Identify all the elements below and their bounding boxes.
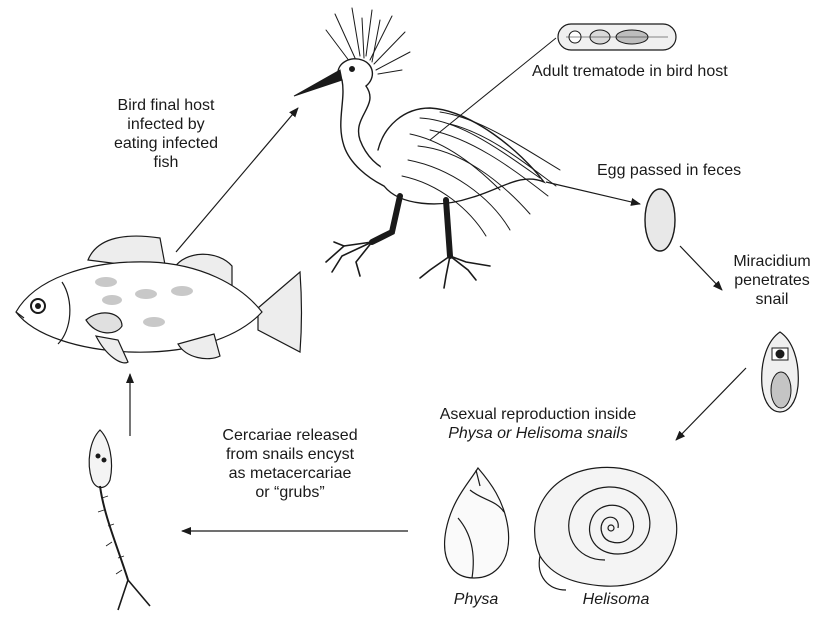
arrow-egg-to-miracidium (680, 246, 722, 290)
cercaria-icon (89, 430, 150, 610)
helisoma-label: Helisoma (568, 590, 664, 609)
adult-trematode-icon (558, 24, 676, 50)
physa-snail-icon (445, 468, 509, 578)
arrow-bird-to-egg (546, 182, 640, 204)
egg-label: Egg passed in feces (597, 161, 797, 180)
bird-host-label: Bird final host infected by eating infec… (96, 96, 236, 172)
miracidium-label: Miracidium penetrates snail (718, 252, 826, 309)
adult-pointer-line (430, 38, 556, 140)
helisoma-snail-icon (535, 467, 677, 590)
physa-label: Physa (440, 590, 512, 609)
egret-icon (294, 8, 560, 288)
adult-label: Adult trematode in bird host (532, 62, 772, 81)
cercariae-label: Cercariae released from snails encyst as… (198, 426, 382, 502)
egg-icon (645, 189, 675, 251)
fish-icon (16, 236, 302, 363)
arrow-miracidium-to-snails (676, 368, 746, 440)
asexual-label: Asexual reproduction inside Physa or Hel… (418, 405, 658, 443)
miracidium-icon (762, 332, 799, 412)
